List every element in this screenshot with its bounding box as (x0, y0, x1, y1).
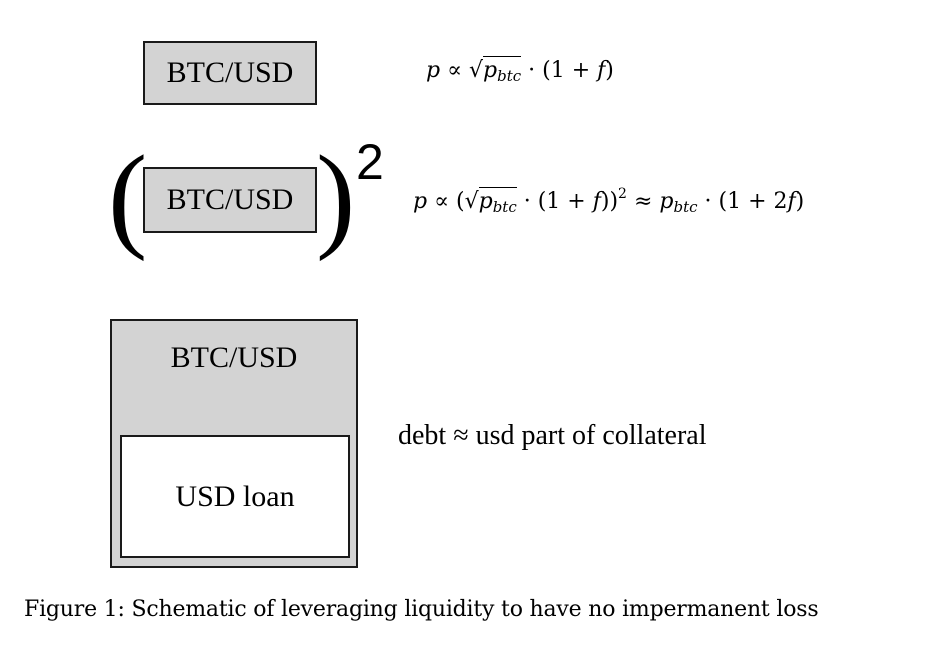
sqrt-price-formula: p ∝ √pbtc · (1 + f) (426, 56, 614, 84)
formula2-sqrt-sign: √ (464, 189, 479, 214)
btc-usd-squared-pool-label: BTC/USD (166, 183, 294, 216)
formula2-sqrt-radicand: pbtc (478, 187, 517, 216)
right-parenthesis: ) (316, 131, 356, 262)
formula-mid: · (1 + (528, 58, 598, 83)
formula2-p-btc-sub: btc (492, 198, 517, 216)
formula2-f: f (592, 189, 601, 214)
formula2-p-btc2-base: p (659, 189, 674, 214)
collateral-label: BTC/USD (170, 341, 298, 374)
square-exponent: 2 (356, 134, 384, 190)
formula2-tail-close: ) (795, 189, 805, 214)
formula-sqrt-sign: √ (468, 58, 484, 83)
formula-f: f (597, 58, 606, 83)
formula-p-btc-base: p (483, 58, 498, 83)
formula-sqrt-radicand: pbtc (483, 56, 522, 85)
formula2-tail: · (1 + 2 (704, 189, 788, 214)
btc-usd-squared-pool-box: BTC/USD (143, 167, 317, 233)
collateral-box: BTC/USD USD loan (110, 319, 358, 568)
formula-proportional: ∝ (447, 58, 462, 83)
formula2-p-btc2-sub: btc (673, 198, 698, 216)
formula2-close: )) (600, 189, 619, 214)
formula2-p: p (413, 189, 428, 214)
formula2-mid: · (1 + (523, 189, 593, 214)
formula-p-btc-sub: btc (497, 67, 522, 85)
usd-loan-label: USD loan (175, 479, 295, 513)
formula-close: ) (605, 58, 614, 83)
formula2-square: 2 (618, 186, 627, 202)
btc-usd-pool-box: BTC/USD (143, 41, 317, 105)
usd-loan-box: USD loan (120, 435, 350, 558)
formula2-approx: ≈ (633, 189, 653, 214)
formula-p: p (426, 58, 441, 83)
formula2-proportional: ∝ ( (434, 189, 465, 214)
btc-usd-pool-label: BTC/USD (166, 56, 294, 89)
formula2-p-btc-base: p (478, 189, 493, 214)
figure-caption: Figure 1: Schematic of leveraging liquid… (24, 597, 819, 622)
formula2-f2: f (787, 189, 796, 214)
squared-price-formula: p ∝ (√pbtc · (1 + f))2 ≈ pbtc · (1 + 2f) (413, 187, 804, 215)
debt-description: debt ≈ usd part of collateral (398, 420, 707, 451)
left-parenthesis: ( (108, 131, 148, 262)
